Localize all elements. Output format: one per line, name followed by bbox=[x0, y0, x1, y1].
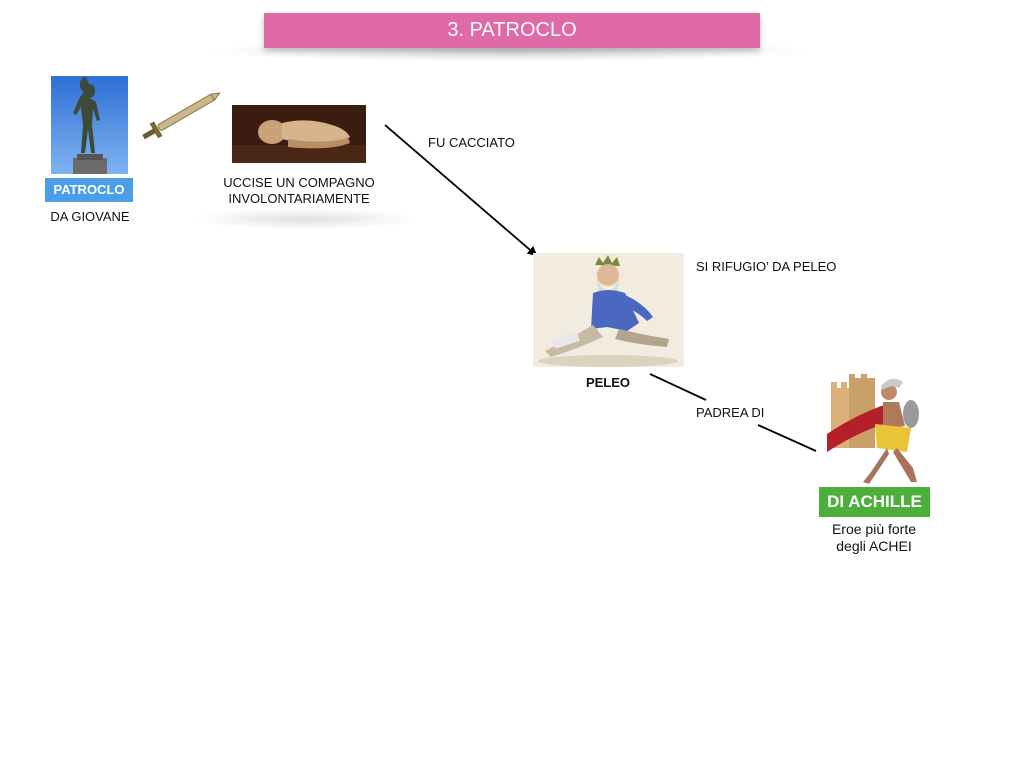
father-line-right bbox=[757, 424, 817, 452]
achille-label: DI ACHILLE bbox=[819, 487, 930, 517]
caption-shadow bbox=[190, 208, 420, 230]
father-line-left bbox=[649, 373, 707, 401]
sword-image bbox=[136, 88, 226, 144]
killing-caption-line1: UCCISE UN COMPAGNO bbox=[223, 175, 375, 190]
peleo-label: PELEO bbox=[585, 375, 631, 390]
killing-caption-line2: INVOLONTARIAMENTE bbox=[228, 191, 370, 206]
bearded-king-image bbox=[533, 253, 684, 367]
patroclo-caption: DA GIOVANE bbox=[50, 209, 130, 224]
warrior-hero-image bbox=[827, 374, 920, 485]
expelled-arrow bbox=[384, 124, 538, 257]
achille-caption-line2: degli ACHEI bbox=[836, 538, 912, 554]
patroclo-label: PATROCLO bbox=[45, 178, 133, 202]
peleo-note: SI RIFUGIO’ DA PELEO bbox=[696, 259, 837, 274]
achille-caption-line1: Eroe più forte bbox=[831, 521, 917, 537]
page-title: 3. PATROCLO bbox=[264, 13, 760, 48]
bronze-statue-image bbox=[51, 76, 128, 174]
father-of-label: PADREA DI bbox=[696, 405, 765, 420]
achille-caption: Eroe più forte degli ACHEI bbox=[804, 521, 944, 555]
stone-sculpture-image bbox=[232, 105, 366, 163]
expelled-label: FU CACCIATO bbox=[428, 135, 515, 150]
killing-caption: UCCISE UN COMPAGNO INVOLONTARIAMENTE bbox=[200, 175, 398, 207]
